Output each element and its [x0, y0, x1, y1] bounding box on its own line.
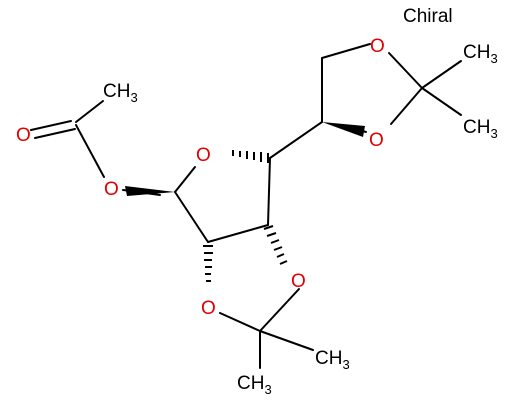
- bond-c1-ring-o: [174, 166, 196, 193]
- methyl-acetonide-bottom: CH3: [237, 373, 272, 397]
- oxygen-dioxolane-right: O: [369, 130, 384, 151]
- methyl-dioxolane-lower: CH3: [463, 117, 498, 141]
- bond-c4-c5: [269, 121, 323, 159]
- bond-o-left-cq2: [219, 312, 261, 332]
- bond-o-right-cq2: [259, 288, 300, 332]
- bond-o-top-cq: [388, 52, 423, 89]
- hash-bond-c4-ring-o: [232, 150, 269, 163]
- hash-bond-c3-o-right: [263, 225, 288, 265]
- bonds: [30, 43, 462, 369]
- bond-ch2-o-top: [321, 43, 371, 59]
- oxygen-acetonide-lower-right: O: [291, 271, 306, 292]
- oxygen-dioxolane-top: O: [370, 36, 385, 57]
- bond-cq-o-right: [390, 87, 423, 125]
- methyl-acetyl: CH3: [103, 81, 138, 105]
- bond-c2-c3: [207, 224, 269, 243]
- bond-c3-c4: [267, 157, 271, 226]
- wedge-bond-c1-o-ester: [125, 186, 175, 196]
- methyl-dioxolane-upper: CH3: [463, 42, 498, 66]
- bond-carbonyl-double-b: [34, 128, 76, 139]
- bond-cq-ch3-lower: [421, 87, 462, 116]
- hash-bond-c2-o-left: [203, 245, 213, 282]
- chiral-label: Chiral: [403, 6, 453, 27]
- bond-c-o-ester: [75, 124, 105, 178]
- bond-cq2-ch3-right: [259, 330, 314, 351]
- bond-cq-ch3-upper: [421, 60, 462, 89]
- oxygen-acetonide-lower-left: O: [201, 298, 216, 319]
- oxygen-carbonyl: O: [16, 125, 31, 146]
- methyl-labels: CH3 CH3 CH3 CH3 CH3: [103, 42, 498, 397]
- bond-carbonyl-double-a: [30, 120, 72, 131]
- oxygen-furanose-ring: O: [196, 145, 211, 166]
- methyl-acetonide-right: CH3: [315, 348, 350, 372]
- oxygen-ester: O: [104, 179, 119, 200]
- bond-acetyl-ch3-c: [75, 100, 104, 123]
- bond-c1-c2: [174, 191, 209, 243]
- wedge-bond-c5-o-right: [322, 122, 365, 137]
- oxygen-labels: O O O O O O O: [16, 36, 385, 319]
